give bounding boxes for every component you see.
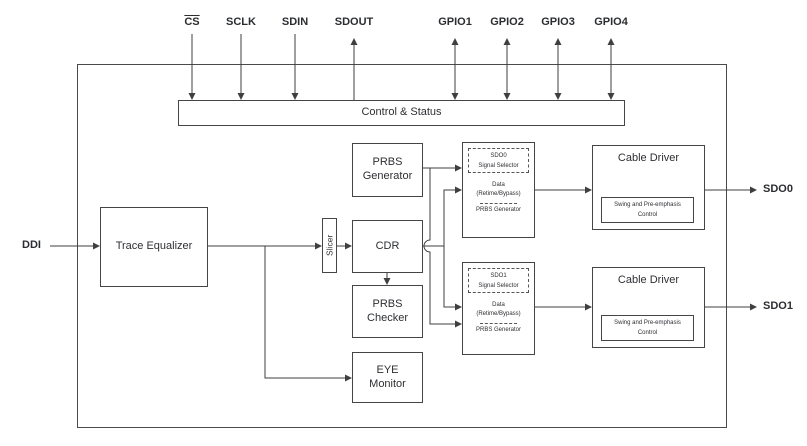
prbs-generator-label: PRBS Generator bbox=[362, 156, 413, 182]
cable-driver-1-title: Cable Driver bbox=[617, 274, 680, 286]
eye-monitor-label: EYE Monitor bbox=[369, 363, 406, 390]
pin-label-gpio4: GPIO4 bbox=[594, 16, 628, 28]
sdo1-signal-selector-block: SDO1 Signal Selector Data (Retime/Bypass… bbox=[462, 262, 535, 355]
cable-driver-1-block: Cable Driver Swing and Pre-emphasis Cont… bbox=[592, 267, 705, 348]
pin-label-sdin: SDIN bbox=[281, 16, 309, 28]
eye-monitor-block: EYE Monitor bbox=[352, 352, 423, 403]
prbs-checker-label: PRBS Checker bbox=[367, 297, 408, 324]
prbs-checker-block: PRBS Checker bbox=[352, 285, 423, 338]
control-status-label: Control & Status bbox=[361, 106, 442, 119]
control-status-block: Control & Status bbox=[178, 100, 625, 126]
sdo0-selector-divider bbox=[480, 203, 517, 204]
sdo0-signal-selector-title: SDO0 Signal Selector bbox=[468, 148, 529, 173]
pin-label-sdout: SDOUT bbox=[334, 16, 374, 28]
pin-label-gpio1: GPIO1 bbox=[438, 16, 472, 28]
pin-label-ddi: DDI bbox=[22, 239, 41, 251]
pin-label-sdo1: SDO1 bbox=[763, 300, 793, 312]
pin-label-sclk: SCLK bbox=[226, 16, 256, 28]
slicer-block: Slicer bbox=[322, 218, 337, 273]
sdo0-selector-option-data: Data (Retime/Bypass) bbox=[476, 182, 521, 197]
sdo1-selector-option-data: Data (Retime/Bypass) bbox=[476, 302, 521, 317]
swing-preemphasis-control-0: Swing and Pre-emphasis Control bbox=[601, 197, 694, 223]
pin-label-gpio2: GPIO2 bbox=[490, 16, 524, 28]
pin-label-sdo0: SDO0 bbox=[763, 183, 793, 195]
prbs-generator-block: PRBS Generator bbox=[352, 143, 423, 197]
cdr-block: CDR bbox=[352, 220, 423, 273]
sdo1-signal-selector-title: SDO1 Signal Selector bbox=[468, 268, 529, 293]
trace-equalizer-block: Trace Equalizer bbox=[100, 207, 208, 287]
swing-preemphasis-control-1: Swing and Pre-emphasis Control bbox=[601, 315, 694, 341]
cdr-label: CDR bbox=[375, 239, 400, 252]
trace-equalizer-label: Trace Equalizer bbox=[115, 240, 193, 253]
sdo0-signal-selector-block: SDO0 Signal Selector Data (Retime/Bypass… bbox=[462, 142, 535, 238]
sdo1-selector-option-prbs: PRBS Generator bbox=[475, 327, 522, 333]
sdo1-selector-divider bbox=[480, 323, 517, 324]
cable-driver-0-title: Cable Driver bbox=[617, 152, 680, 164]
pin-label-cs: CS bbox=[184, 16, 200, 28]
sdo0-selector-option-prbs: PRBS Generator bbox=[475, 207, 522, 213]
pin-label-gpio3: GPIO3 bbox=[541, 16, 575, 28]
slicer-label: Slicer bbox=[324, 234, 335, 257]
cable-driver-0-block: Cable Driver Swing and Pre-emphasis Cont… bbox=[592, 145, 705, 230]
